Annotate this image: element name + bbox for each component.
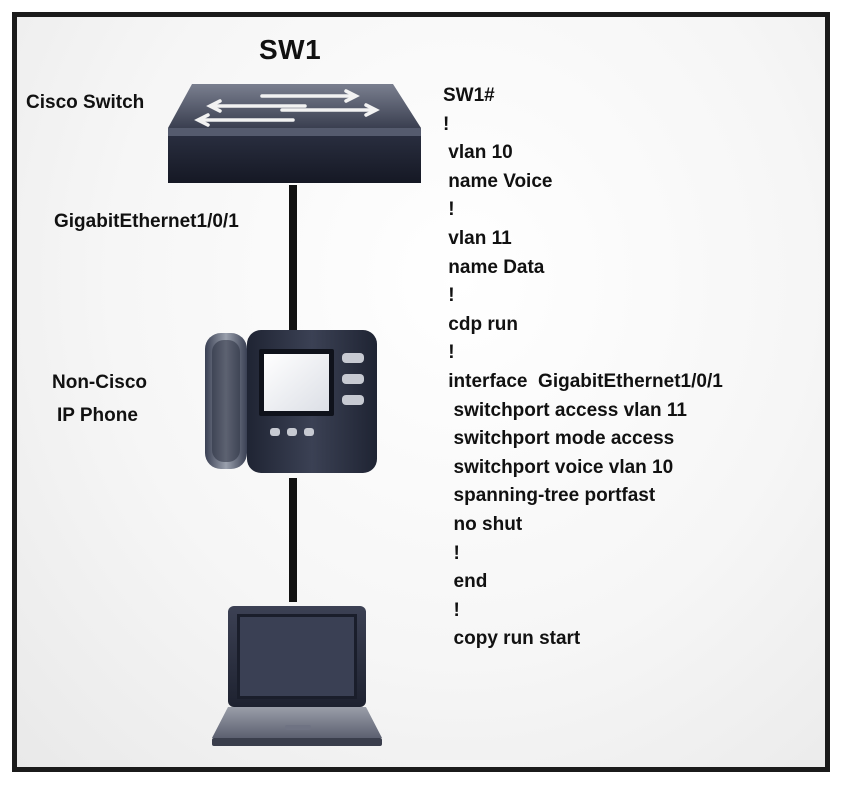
diagram-title: SW1 [259,34,322,65]
switch-config-listing: SW1# ! vlan 10 name Voice ! vlan 11 name… [443,82,723,654]
config-line: switchport voice vlan 10 [443,456,674,478]
config-line: name Data [443,256,545,278]
network-switch-icon [168,84,421,183]
config-line: switchport mode access [443,428,675,450]
config-line: copy run start [443,628,581,650]
config-line: vlan 11 [443,227,512,249]
switch-label: Cisco Switch [26,92,145,113]
config-line: cdp run [443,313,518,335]
config-line: ! [443,342,455,364]
config-line: ! [443,199,455,221]
config-line: vlan 10 [443,142,513,164]
config-line: end [443,571,488,593]
phone-label-line-2: IP Phone [57,405,138,426]
phone-label-line-1: Non-Cisco [52,372,147,393]
config-line: ! [443,542,460,564]
config-line: interface GigabitEthernet1/0/1 [443,370,723,392]
config-line: SW1# [443,85,495,106]
config-line: no shut [443,513,523,535]
port-label: GigabitEthernet1/0/1 [54,211,239,232]
config-line: ! [443,113,450,135]
config-line: switchport access vlan 11 [443,399,687,421]
config-line: ! [443,285,455,307]
config-line: ! [443,599,460,621]
config-line: spanning-tree portfast [443,485,656,507]
laptop-icon [212,606,382,746]
config-line: name Voice [443,170,553,192]
ip-phone-icon [205,330,377,473]
